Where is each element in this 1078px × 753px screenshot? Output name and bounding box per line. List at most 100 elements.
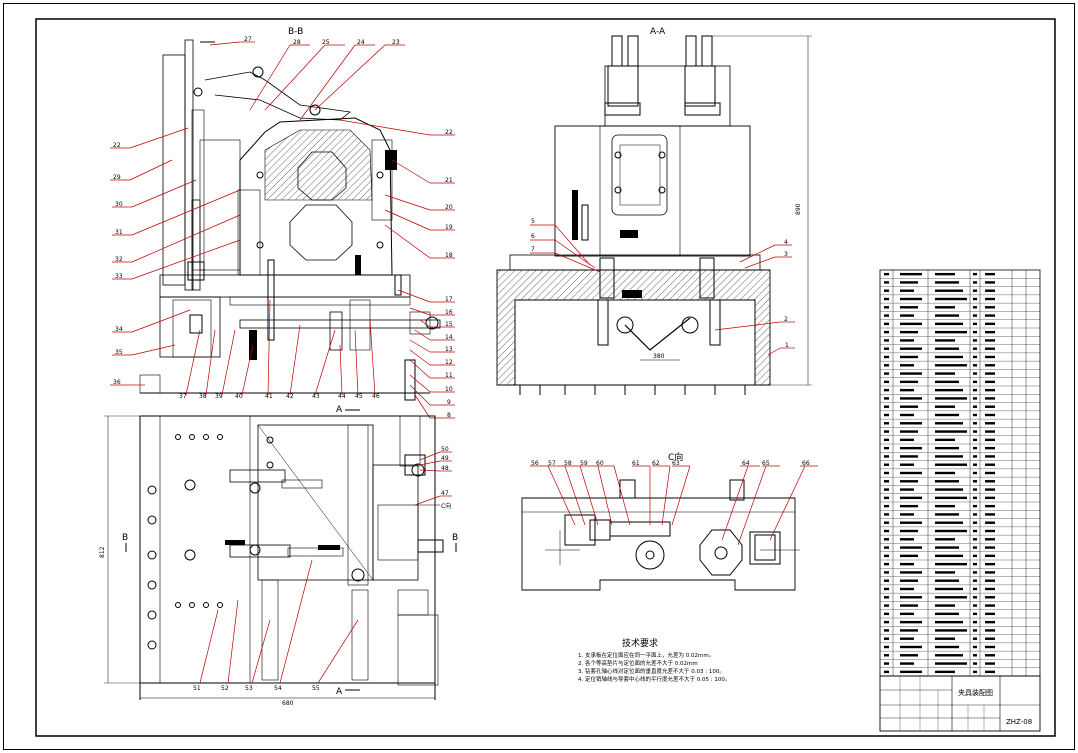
callout-45: 45 xyxy=(355,393,363,400)
callout-65: 65 xyxy=(762,460,770,467)
callout-13: 13 xyxy=(445,346,453,353)
parts-list-cell-mark xyxy=(985,587,995,591)
parts-list-cell-mark xyxy=(935,306,955,309)
parts-list-cell-mark xyxy=(935,289,963,292)
parts-list-cell-mark xyxy=(985,504,995,508)
callout-22-left: 22 xyxy=(113,142,121,149)
callout-35: 35 xyxy=(115,349,123,356)
callout-3-aa: 3 xyxy=(784,251,788,258)
parts-list-cell-mark xyxy=(935,579,959,582)
parts-list-cell-mark xyxy=(935,272,955,276)
parts-list-cell-mark xyxy=(935,455,963,458)
callout-4-aa: 4 xyxy=(784,239,788,246)
parts-list-cell-mark xyxy=(935,430,967,433)
parts-list-cell-mark xyxy=(973,504,977,508)
parts-list-cell-mark xyxy=(900,422,922,425)
parts-list-cell-mark xyxy=(900,430,918,433)
parts-list-cell-mark xyxy=(985,339,995,342)
parts-list-cell-mark xyxy=(973,670,977,674)
parts-list-cell-mark xyxy=(900,513,914,516)
parts-list-cell-mark xyxy=(900,281,918,284)
parts-list-cell-mark xyxy=(900,480,918,483)
callout-62: 62 xyxy=(652,460,660,467)
parts-list-cell-mark xyxy=(973,372,977,375)
plan-a-top: A xyxy=(336,405,343,415)
parts-list-cell-mark xyxy=(985,612,995,616)
parts-list-cell-mark xyxy=(985,471,995,475)
parts-list-cell-mark xyxy=(973,272,977,276)
parts-list-cell-mark xyxy=(985,662,995,665)
parts-list-cell-mark xyxy=(973,397,977,400)
parts-list-cell-mark xyxy=(900,322,922,326)
callout-30: 30 xyxy=(115,201,123,208)
parts-list-cell-mark xyxy=(935,480,959,483)
parts-list-cell-mark xyxy=(884,637,889,640)
parts-list-cell-mark xyxy=(973,637,977,640)
parts-list-cell-mark xyxy=(985,430,995,433)
parts-list-cell-mark xyxy=(935,355,963,359)
parts-list-cell-mark xyxy=(973,612,977,616)
parts-list-cell-mark xyxy=(935,620,963,624)
callout-42: 42 xyxy=(286,393,294,400)
callout-18: 18 xyxy=(445,252,453,259)
callout-21: 21 xyxy=(445,177,453,184)
parts-list-cell-mark xyxy=(900,579,918,582)
parts-list-cell-mark xyxy=(973,587,977,591)
parts-list-cell-mark xyxy=(985,272,995,276)
callout-40: 40 xyxy=(235,393,243,400)
parts-list-cell-mark xyxy=(985,604,995,607)
parts-list-cell-mark xyxy=(935,405,955,408)
parts-list-cell-mark xyxy=(900,645,922,649)
parts-list-cell-mark xyxy=(884,513,889,516)
plan-b-right: B xyxy=(452,533,458,543)
bb-callouts: 27 28 25 24 23 22 29 30 31 32 33 34 35 3… xyxy=(110,36,455,419)
parts-list-cell-mark xyxy=(900,330,918,334)
parts-list-cell-mark xyxy=(985,289,995,292)
parts-list-cell-mark xyxy=(884,629,889,632)
parts-list-cell-mark xyxy=(900,355,918,359)
parts-list-cell-mark xyxy=(985,438,995,442)
parts-list-cell-mark xyxy=(900,438,914,442)
callout-36: 36 xyxy=(113,379,121,386)
parts-list-cell-mark xyxy=(900,629,918,632)
callout-55: 55 xyxy=(312,685,320,692)
parts-list-cell-mark xyxy=(935,438,955,442)
parts-list-cell-mark xyxy=(935,380,959,384)
callout-49: 49 xyxy=(441,455,449,462)
parts-list-cell-mark xyxy=(884,430,889,433)
parts-list-cell-mark xyxy=(884,554,889,558)
c-view-title: C向 xyxy=(668,451,683,463)
callout-22-right: 22 xyxy=(445,129,453,136)
parts-list-cell-mark xyxy=(884,521,889,524)
parts-list-cell-mark xyxy=(935,546,959,549)
parts-list-cell-mark xyxy=(985,645,995,649)
parts-list-cell-mark xyxy=(935,281,959,284)
parts-list-cell-mark xyxy=(985,463,995,466)
parts-list-cell-mark xyxy=(985,330,995,334)
parts-list-cell-mark xyxy=(900,554,918,558)
parts-list-cell-mark xyxy=(973,629,977,632)
inner-border xyxy=(35,18,1056,737)
callout-44: 44 xyxy=(338,393,346,400)
parts-list-cell-mark xyxy=(985,380,995,384)
parts-list-cell-mark xyxy=(900,372,922,375)
parts-list-cell-mark xyxy=(985,480,995,483)
section-bb-view: B-B xyxy=(139,27,441,401)
parts-list-cell-mark xyxy=(884,413,889,417)
callout-48: 48 xyxy=(441,465,449,472)
callout-58: 58 xyxy=(564,460,572,467)
parts-list-cell-mark xyxy=(985,297,995,301)
parts-list-cell-mark xyxy=(884,422,889,425)
parts-list-cell-mark xyxy=(884,347,889,350)
callout-61: 61 xyxy=(632,460,640,467)
parts-list-cell-mark xyxy=(973,322,977,326)
parts-list-cell-mark xyxy=(973,496,977,500)
parts-list-cell-mark xyxy=(985,521,995,524)
parts-list-cell-mark xyxy=(985,596,995,599)
parts-list-cell-mark xyxy=(900,405,918,408)
section-aa-view: A-A 890 xyxy=(496,27,812,395)
plan-view: A A B B xyxy=(99,405,458,707)
callout-2-aa: 2 xyxy=(784,316,788,323)
parts-list-cell-mark xyxy=(884,488,889,491)
